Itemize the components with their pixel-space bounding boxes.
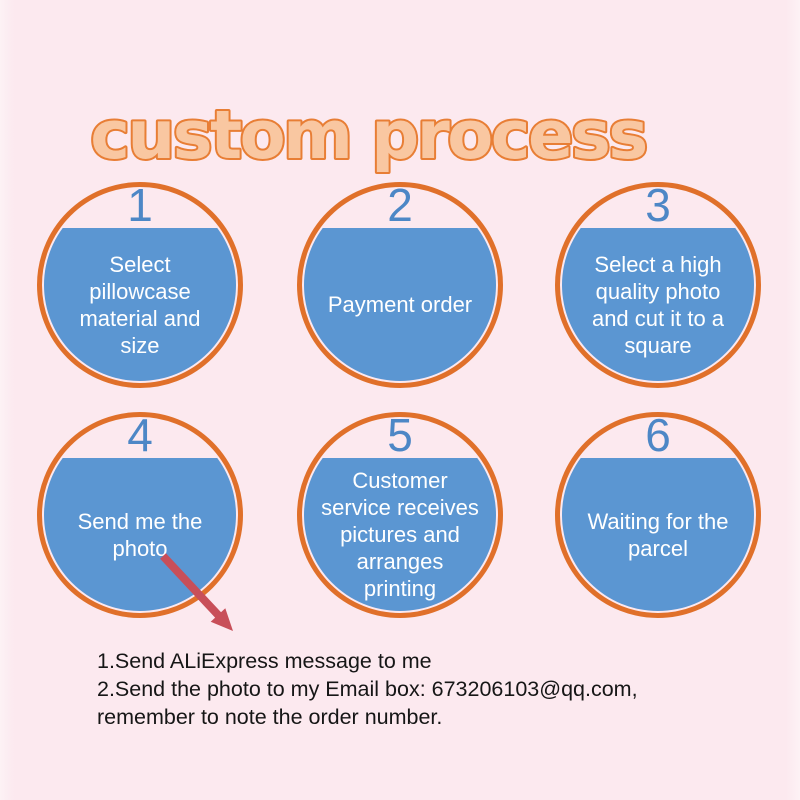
page-title-graphic: custom process: [88, 94, 650, 176]
step-5-bubble: [304, 458, 496, 611]
step-2-label: Payment order: [327, 292, 473, 317]
red-arrow-icon: [160, 553, 233, 631]
step-3-number: 3: [645, 179, 671, 231]
step-1-bubble: [44, 228, 236, 381]
step-5-number: 5: [387, 409, 413, 461]
step-4: 4 Send me the photo: [34, 409, 246, 621]
step-5-label: Customer service receives pictures and a…: [321, 468, 479, 601]
step-1: 1 Select pillowcase material and size: [34, 179, 246, 391]
step-4-label: Send me the photo: [77, 508, 203, 561]
step-6: 6 Waiting for the parcel: [552, 409, 764, 621]
step-6-bubble: [562, 458, 754, 611]
step-3-ring: [555, 182, 761, 388]
step-4-number: 4: [127, 409, 153, 461]
step-6-number: 6: [645, 409, 671, 461]
step-4-bubble: [44, 458, 236, 611]
step-4-ring: [37, 412, 243, 618]
step-3: 3 Select a high quality photo and cut it…: [552, 179, 764, 391]
step-3-label: Select a high quality photo and cut it t…: [591, 251, 725, 358]
step-2: 2 Payment order: [294, 179, 506, 391]
step-1-label: Select pillowcase material and size: [79, 251, 201, 358]
page-title: custom process: [90, 96, 645, 174]
step-2-bubble: [304, 228, 496, 381]
step-1-ring: [37, 182, 243, 388]
step-3-bubble: [562, 228, 754, 381]
step-1-number: 1: [127, 179, 153, 231]
step-6-label: Waiting for the parcel: [587, 508, 729, 561]
notes: 1.Send ALiExpress message to me 2.Send t…: [97, 647, 737, 731]
note-line-2: 2.Send the photo to my Email box: 673206…: [97, 677, 638, 729]
step-2-ring: [297, 182, 503, 388]
step-2-number: 2: [387, 179, 413, 231]
note-line-1: 1.Send ALiExpress message to me: [97, 649, 432, 673]
step-5-ring: [297, 412, 503, 618]
step-6-ring: [555, 412, 761, 618]
step-5: 5 Customer service receives pictures and…: [294, 409, 506, 621]
